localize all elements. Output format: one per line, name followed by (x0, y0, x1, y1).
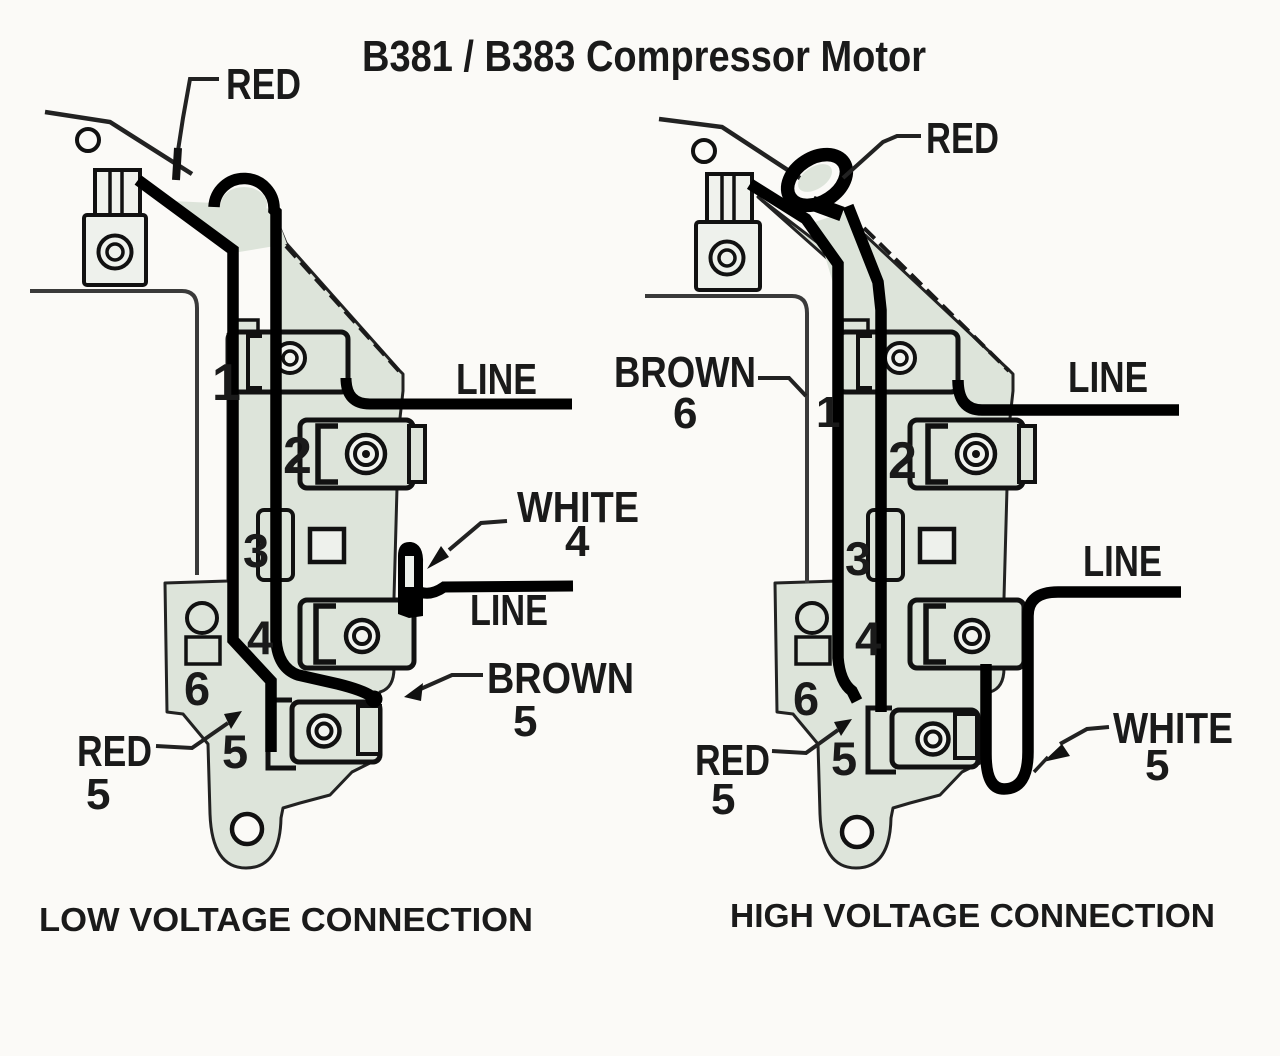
svg-text:5: 5 (1145, 741, 1169, 790)
svg-text:4: 4 (565, 517, 590, 566)
svg-text:3: 3 (243, 524, 269, 577)
svg-text:5: 5 (222, 725, 248, 778)
svg-text:LINE: LINE (456, 355, 537, 404)
svg-text:3: 3 (845, 532, 871, 585)
svg-text:5: 5 (831, 732, 857, 785)
svg-text:B381 / B383 Compressor Motor: B381 / B383 Compressor Motor (362, 32, 926, 81)
svg-text:2: 2 (283, 427, 312, 485)
svg-text:RED: RED (77, 727, 152, 776)
svg-text:LINE: LINE (470, 586, 548, 635)
svg-text:5: 5 (86, 770, 110, 819)
svg-text:LINE: LINE (1083, 537, 1162, 586)
svg-text:2: 2 (888, 432, 917, 490)
svg-text:WHITE: WHITE (517, 483, 639, 532)
svg-text:RED: RED (695, 736, 770, 785)
svg-text:BROWN: BROWN (614, 348, 756, 397)
svg-text:5: 5 (711, 775, 735, 824)
svg-text:5: 5 (513, 697, 537, 746)
svg-text:LOW VOLTAGE CONNECTION: LOW VOLTAGE CONNECTION (39, 901, 533, 938)
svg-text:4: 4 (855, 612, 881, 665)
svg-text:1: 1 (212, 354, 241, 412)
svg-text:6: 6 (793, 672, 819, 725)
svg-text:LINE: LINE (1068, 353, 1148, 402)
svg-text:RED: RED (926, 114, 999, 163)
svg-text:HIGH VOLTAGE CONNECTION: HIGH VOLTAGE CONNECTION (730, 897, 1215, 934)
svg-text:RED: RED (226, 60, 301, 109)
svg-text:6: 6 (184, 662, 210, 715)
svg-text:1: 1 (816, 388, 840, 437)
svg-text:BROWN: BROWN (487, 654, 634, 703)
svg-text:4: 4 (247, 611, 273, 664)
svg-text:6: 6 (673, 389, 697, 438)
svg-text:WHITE: WHITE (1113, 704, 1233, 753)
